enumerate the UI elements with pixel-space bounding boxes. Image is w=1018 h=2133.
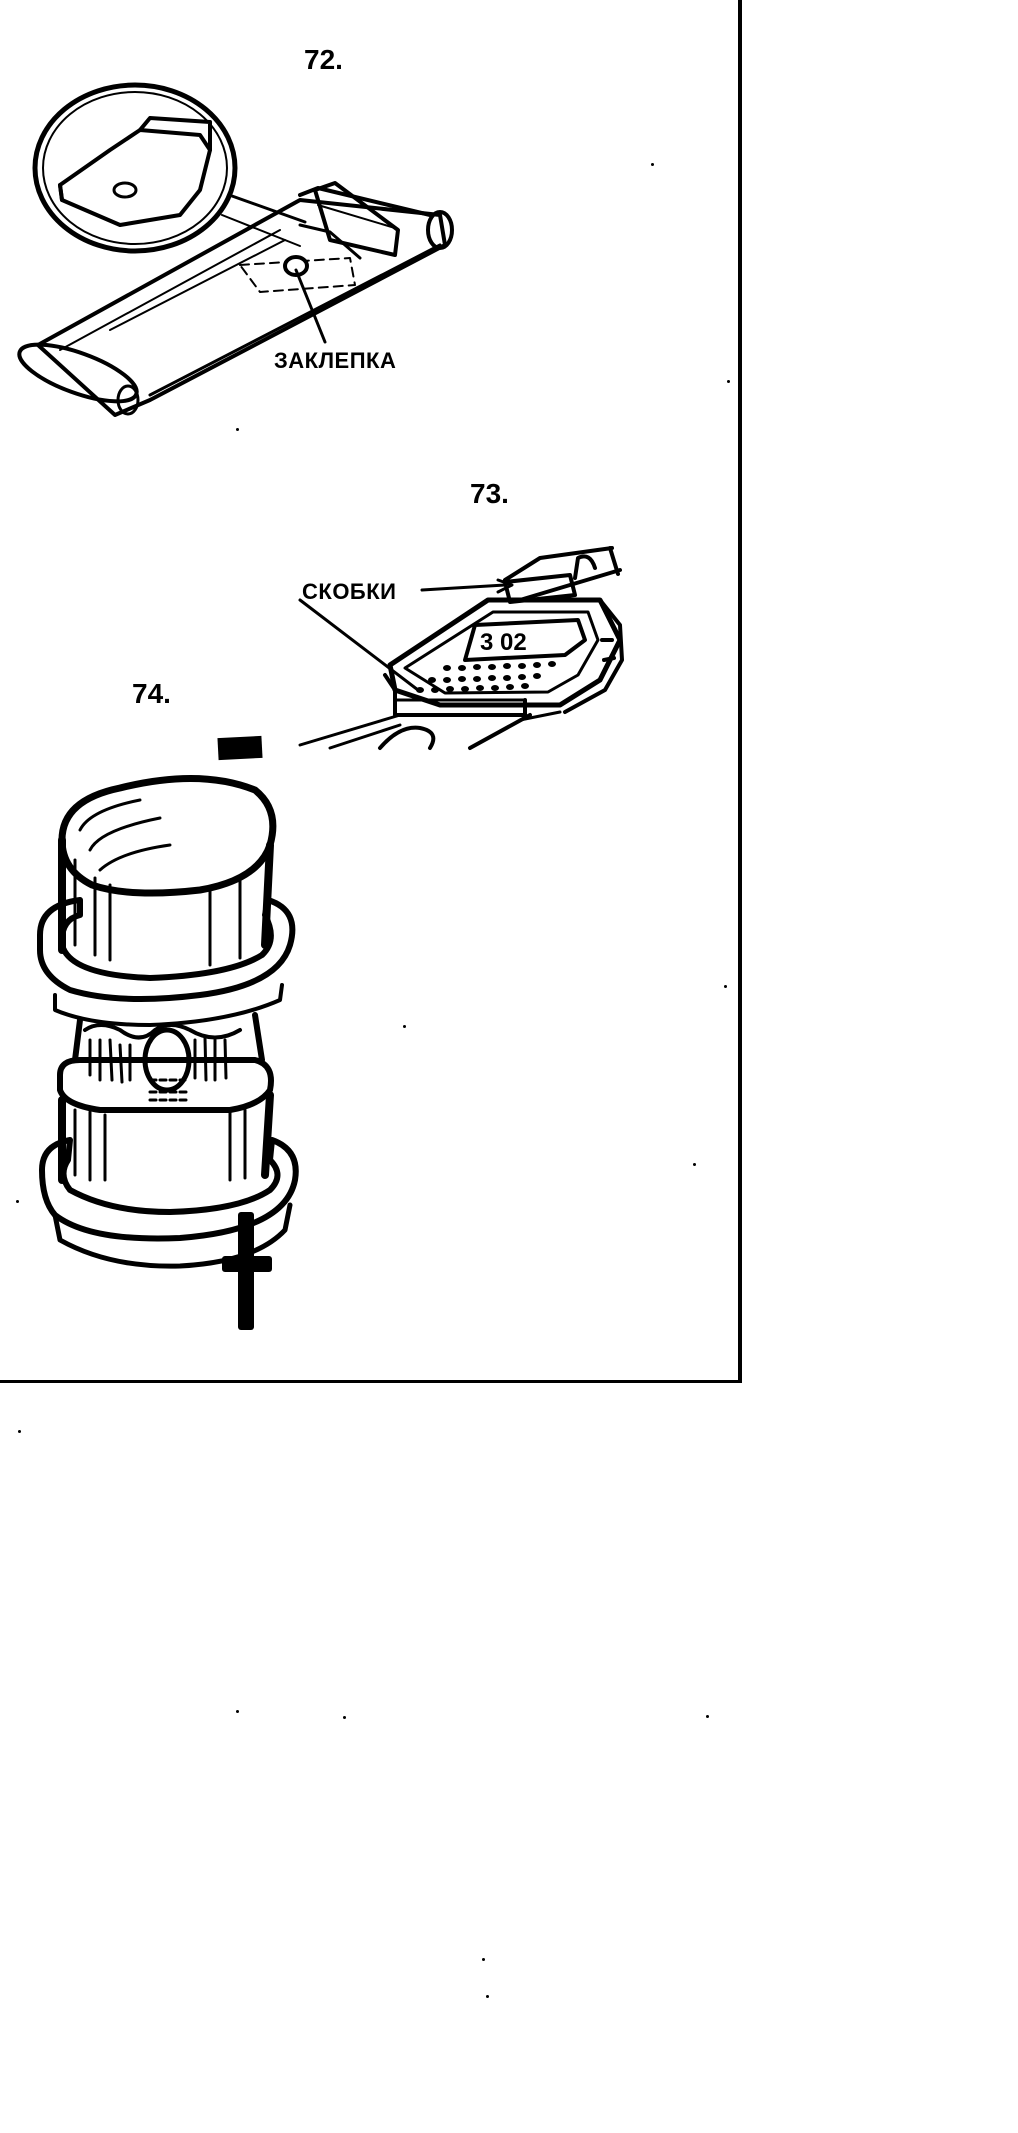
negative-terminal-mark [217, 735, 263, 761]
figure-72-number: 72. [304, 44, 343, 75]
roller-right [426, 210, 454, 250]
scan-speck [18, 1430, 21, 1433]
scan-speck [727, 380, 730, 383]
figure-74-number: 74. [132, 678, 171, 709]
calculator-watch-illustration: 3 02 [298, 546, 624, 750]
scan-speck [343, 1716, 346, 1719]
scan-speck [482, 1958, 485, 1961]
positive-terminal-mark [222, 1212, 272, 1330]
scan-speck [16, 1200, 19, 1203]
scan-speck [724, 985, 727, 988]
scan-speck [486, 1995, 489, 1998]
watch-display-digits: 3 02 [480, 629, 527, 656]
figure-73-number: 73. [470, 478, 509, 509]
battery-illustration [37, 735, 299, 1330]
watch-keypad [416, 661, 556, 693]
scan-speck [651, 163, 654, 166]
magnifier-circle [32, 82, 238, 254]
page-border-bottom [0, 1380, 742, 1383]
brackets-label: СКОБКИ [302, 579, 397, 604]
scan-speck [403, 1025, 406, 1028]
clip-hole [112, 181, 138, 199]
scan-speck [693, 1163, 696, 1166]
watch-display [463, 618, 587, 662]
scanned-page: 72. [0, 0, 742, 1998]
page-border-right [738, 0, 742, 1383]
scan-speck [706, 1715, 709, 1718]
scan-speck [236, 428, 239, 431]
rivet [283, 255, 309, 277]
rivet-label: ЗАКЛЕПКА [274, 348, 397, 373]
scan-speck [236, 1710, 239, 1713]
watch-strap-illustration [17, 82, 454, 417]
